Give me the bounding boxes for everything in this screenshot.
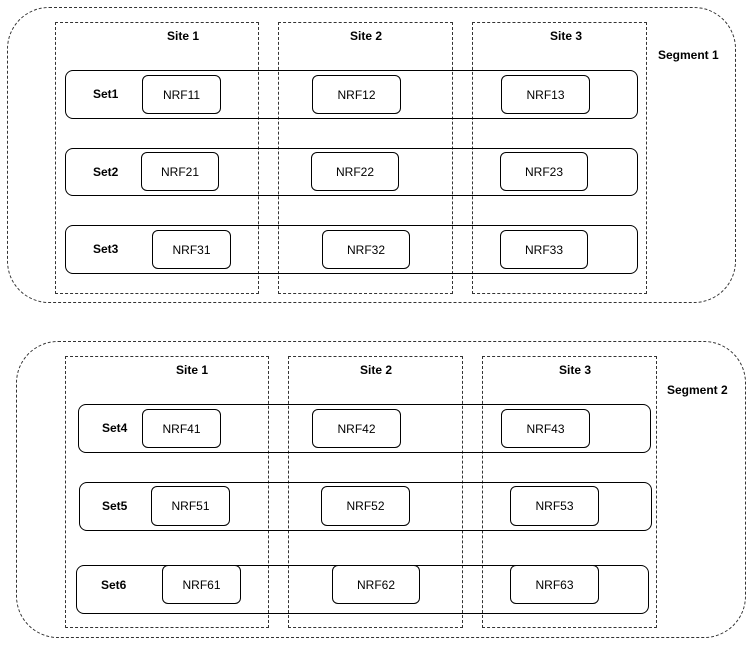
segment-1-label: Segment 1 [658, 48, 719, 62]
set4-bar [78, 404, 651, 453]
nrf43-node: NRF43 [501, 409, 590, 448]
nrf13-node: NRF13 [501, 75, 590, 114]
nrf63-node: NRF63 [510, 565, 599, 604]
nrf53-node: NRF53 [510, 486, 599, 526]
nrf41-node: NRF41 [142, 409, 221, 448]
segment-1-site-2-column [278, 22, 453, 294]
segment-1-site-1-label: Site 1 [167, 29, 200, 43]
set2-bar [65, 148, 638, 196]
segment-2-site-1-column [65, 356, 269, 628]
set4-label: Set4 [102, 421, 128, 435]
set1-label: Set1 [93, 87, 119, 101]
nrf42-node: NRF42 [312, 409, 401, 448]
nrf22-node: NRF22 [311, 152, 399, 191]
segment-2-site-3-column [482, 356, 657, 628]
nrf23-node: NRF23 [500, 152, 588, 191]
nrf32-node: NRF32 [322, 230, 410, 269]
nrf31-node: NRF31 [152, 230, 231, 269]
nrf52-node: NRF52 [321, 486, 410, 526]
segment-1-site-3-column [472, 22, 647, 294]
nrf11-node: NRF11 [142, 75, 221, 114]
segment-1-site-3-label: Site 3 [550, 29, 583, 43]
nrf12-node: NRF12 [312, 75, 401, 114]
set3-bar [65, 225, 638, 274]
nrf21-node: NRF21 [141, 152, 219, 191]
segment-2-label: Segment 2 [667, 383, 728, 397]
nrf51-node: NRF51 [151, 486, 230, 526]
segment-2-site-1-label: Site 1 [176, 363, 209, 377]
nrf62-node: NRF62 [332, 565, 420, 604]
nrf33-node: NRF33 [500, 230, 588, 269]
segment-2-site-3-label: Site 3 [559, 363, 592, 377]
nrf61-node: NRF61 [162, 565, 241, 604]
set5-bar [79, 482, 652, 531]
set1-bar [65, 70, 638, 119]
segment-2-site-2-column [288, 356, 463, 628]
segment-1-site-1-column [55, 22, 259, 294]
segment-2-site-2-label: Site 2 [360, 363, 393, 377]
segment-1-container [7, 7, 736, 303]
set3-label: Set3 [93, 242, 119, 256]
segment-2-container [16, 341, 746, 638]
set2-label: Set2 [93, 165, 119, 179]
set5-label: Set5 [102, 499, 128, 513]
set6-label: Set6 [101, 578, 127, 592]
segment-1-site-2-label: Site 2 [350, 29, 383, 43]
